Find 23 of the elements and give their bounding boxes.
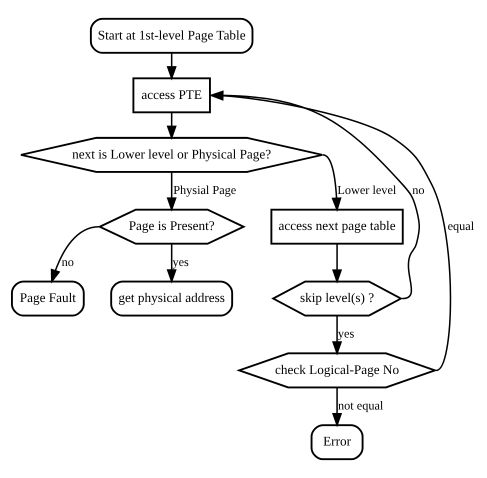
arrow — [166, 172, 177, 212]
edge-label: yes — [338, 326, 354, 341]
arrow — [50, 226, 99, 284]
edge-label: not equal — [338, 398, 384, 413]
arrow — [166, 244, 177, 284]
edge-label: Lower level — [337, 183, 396, 198]
edge-label: yes — [172, 254, 189, 269]
node-box: Start at 1st-level Page Table — [90, 18, 254, 54]
arrow — [322, 154, 342, 212]
node-box: access PTE — [132, 77, 211, 114]
node-box: Page Fault — [11, 280, 85, 316]
edge-label: Physial Page — [173, 183, 236, 198]
arrow — [166, 112, 177, 140]
arrow — [332, 244, 342, 284]
node-box: Error — [310, 424, 364, 460]
edge-label: equal — [448, 218, 474, 233]
edge-label: no — [412, 183, 424, 198]
edge-label: no — [62, 254, 74, 269]
arrow — [332, 388, 342, 428]
arrow — [166, 53, 177, 80]
arrow — [332, 316, 342, 356]
node-box: access next page table — [270, 208, 404, 245]
node-box: get physical address — [110, 280, 234, 316]
